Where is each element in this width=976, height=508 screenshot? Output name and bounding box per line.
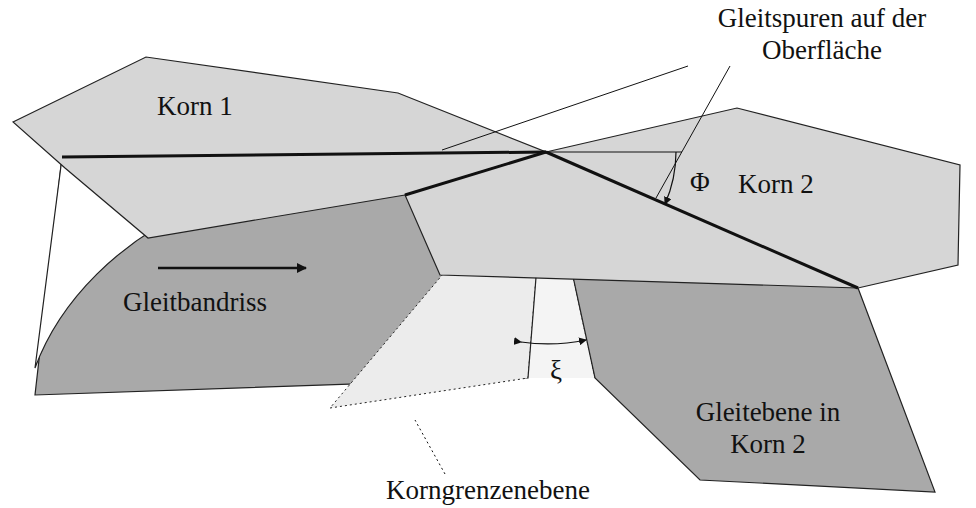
part-name: Gleitbandriss: [123, 286, 267, 318]
crack-arrow: [158, 267, 306, 270]
leader-line: [656, 66, 730, 198]
part-name: Korn 2: [738, 168, 814, 200]
angle-label: ξ: [550, 354, 562, 386]
grain-2: [405, 108, 960, 288]
slip-trace-grain-1: [62, 152, 546, 157]
part-name: Korngrenzenebene: [386, 474, 590, 506]
callout-text: Gleitspuren auf der Oberfläche: [672, 2, 972, 66]
part-name: Korn 1: [157, 90, 233, 122]
leader-line: [415, 420, 445, 474]
slip-trace-grain-2: [546, 152, 858, 288]
angle-label: Φ: [690, 166, 710, 198]
leader-line: [442, 66, 688, 150]
grain-boundary-trace: [405, 152, 546, 195]
angle-arc-xi: [521, 340, 586, 344]
part-name: Gleitebene in Korn 2: [688, 396, 848, 460]
reference-line: [546, 152, 682, 153]
